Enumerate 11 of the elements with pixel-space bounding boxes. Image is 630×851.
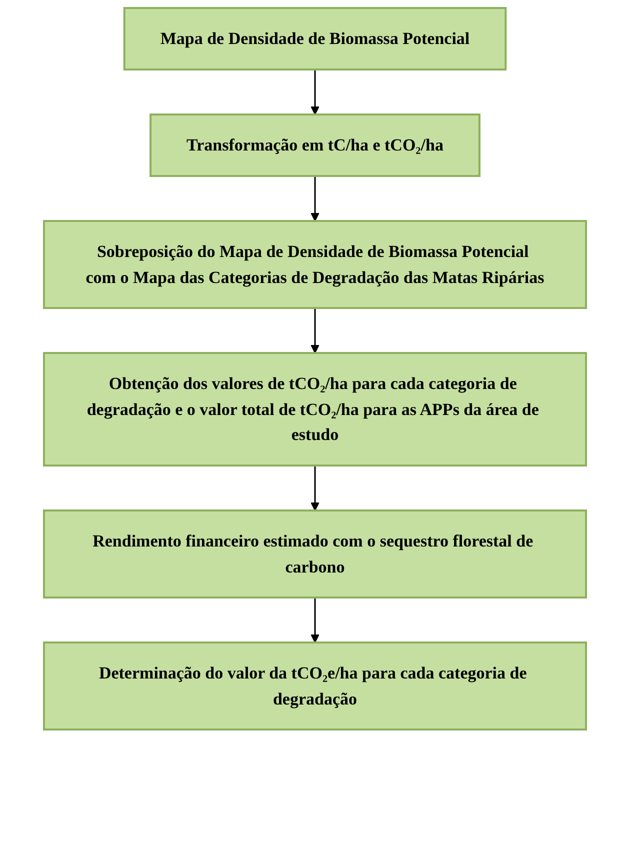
node-box: Determinação do valor da tCO₂e/ha para cada categoria de degradação bbox=[43, 642, 587, 730]
arrow bbox=[310, 466, 320, 511]
node-box: Obtenção dos valores de tCO₂/ha para cada categoria de degradação e o valor total de tCO₂/ha para as APPs da área de estudo bbox=[43, 352, 587, 466]
arrow bbox=[310, 598, 320, 643]
node-box: Transformação em tC/ha e tCO₂/ha bbox=[150, 114, 480, 177]
arrow bbox=[310, 308, 320, 354]
node-box: Mapa de Densidade de Biomassa Potencial bbox=[123, 7, 507, 70]
node-box: Rendimento financeiro estimado com o sequestro florestal de carbono bbox=[43, 510, 587, 598]
arrow bbox=[310, 70, 320, 115]
arrow bbox=[310, 176, 320, 222]
node-box: Sobreposição do Mapa de Densidade de Biomassa Potencial com o Mapa das Categorias de Degradação das Matas Ripárias bbox=[43, 220, 587, 309]
